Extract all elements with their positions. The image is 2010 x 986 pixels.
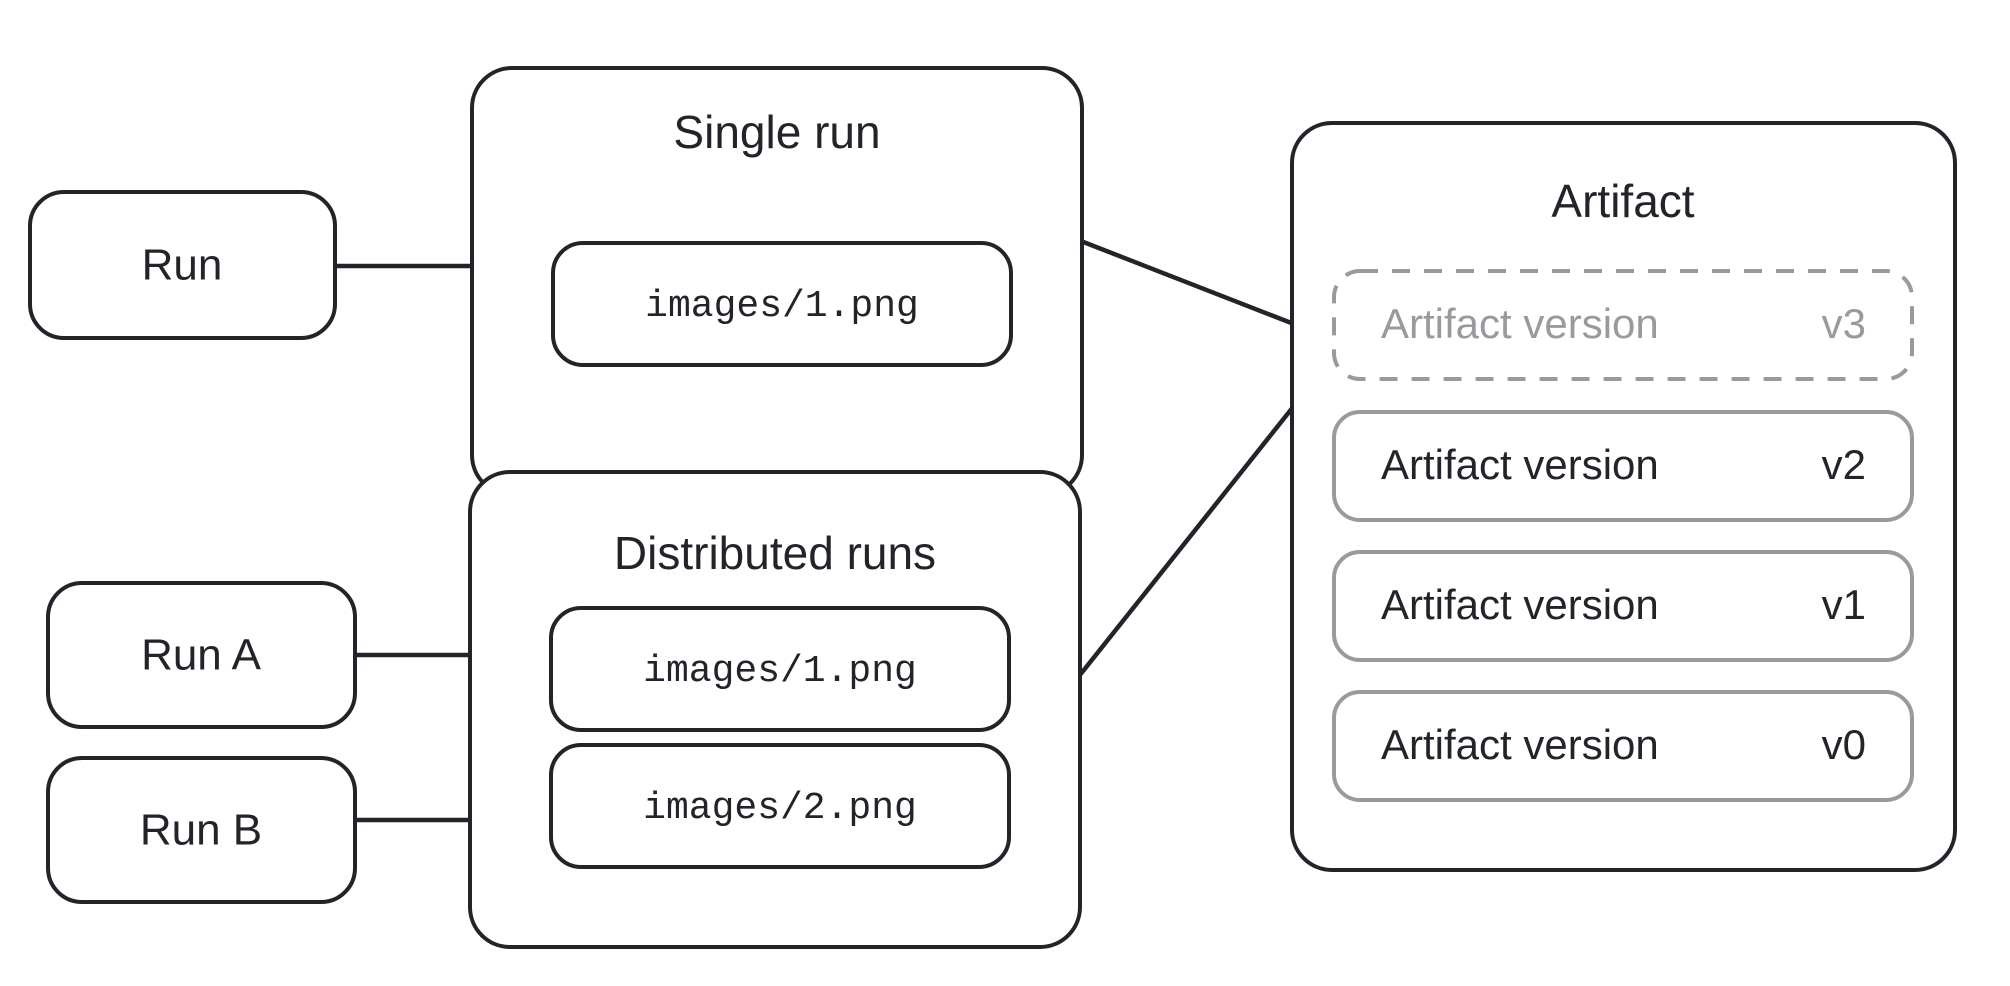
artifact-version-number: v0 [1822, 721, 1866, 768]
single-run-group: Single run images/1.png [470, 66, 1084, 497]
artifact-version-row[interactable]: Artifact version v0 [1332, 690, 1914, 802]
artifact-panel: Artifact Artifact version v3 Artifact ve… [1290, 121, 1957, 872]
artifact-version-box[interactable] [1332, 269, 1914, 381]
artifact-version-number: v3 [1822, 300, 1866, 347]
artifact-version-row[interactable]: Artifact version v1 [1332, 550, 1914, 662]
distributed-runs-group: Distributed runs images/1.png images/2.p… [468, 470, 1082, 949]
artifact-version-box[interactable] [1332, 690, 1914, 802]
file-box[interactable]: images/1.png [551, 241, 1013, 367]
artifact-version-row[interactable]: Artifact version v3 [1332, 269, 1914, 381]
artifact-version-box[interactable] [1332, 410, 1914, 522]
file-box-label: images/2.png [643, 787, 917, 830]
run-b-node[interactable]: Run B [46, 756, 357, 904]
run-a-node-label: Run A [141, 631, 262, 680]
artifact-version-label: Artifact version [1381, 721, 1659, 768]
artifact-version-label: Artifact version [1381, 300, 1659, 347]
run-node[interactable]: Run [28, 190, 337, 340]
artifact-version-number: v1 [1822, 581, 1866, 628]
artifact-panel-title: Artifact [1551, 175, 1694, 227]
distributed-runs-group-title: Distributed runs [614, 527, 936, 579]
artifact-version-box[interactable] [1332, 550, 1914, 662]
run-node-label: Run [142, 241, 223, 290]
file-box-rect[interactable] [549, 606, 1011, 732]
file-box[interactable]: images/2.png [549, 743, 1011, 869]
file-box-label: images/1.png [645, 285, 919, 328]
single-run-group-title: Single run [673, 106, 880, 158]
artifact-version-number: v2 [1822, 441, 1866, 488]
run-a-node-box[interactable] [46, 581, 357, 729]
file-box-rect[interactable] [549, 743, 1011, 869]
run-a-node[interactable]: Run A [46, 581, 357, 729]
run-b-node-label: Run B [140, 806, 262, 855]
run-node-box[interactable] [28, 190, 337, 340]
run-b-node-box[interactable] [46, 756, 357, 904]
artifact-version-label: Artifact version [1381, 441, 1659, 488]
artifact-version-row[interactable]: Artifact version v2 [1332, 410, 1914, 522]
artifact-version-label: Artifact version [1381, 581, 1659, 628]
file-box-label: images/1.png [643, 650, 917, 693]
file-box-rect[interactable] [551, 241, 1013, 367]
file-box[interactable]: images/1.png [549, 606, 1011, 732]
